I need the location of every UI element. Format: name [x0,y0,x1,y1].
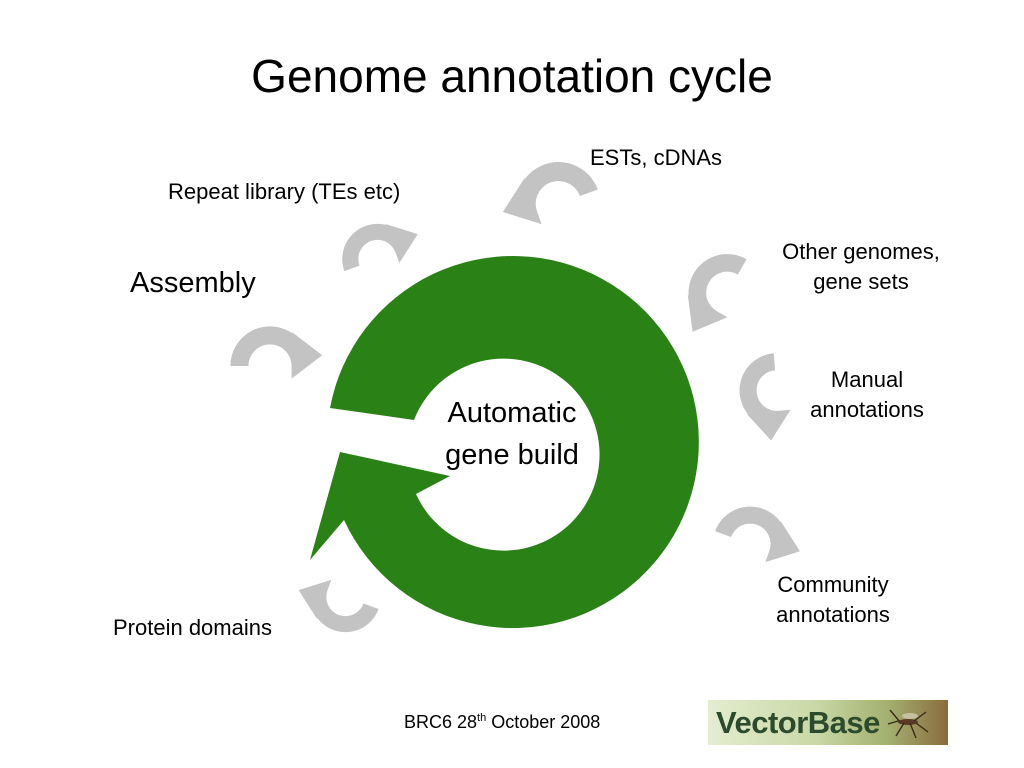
curved-arrow-icon [668,239,758,344]
cycle-arrow-icon [310,256,699,629]
other-genomes-line-1: Other genomes, [782,239,940,264]
community-annotations-label: Community annotations [758,570,908,630]
community-line-1: Community [777,572,889,597]
center-line-1: Automatic [447,397,577,429]
other-genomes-label: Other genomes, gene sets [766,237,956,297]
protein-domains-label: Protein domains [113,615,272,640]
logo-text: VectorBase [716,704,880,740]
footer-date: BRC6 28th October 2008 [404,706,600,734]
repeat-library-label: Repeat library (TEs etc) [168,179,401,204]
center-line-2: gene build [445,439,579,471]
manual-line-1: Manual [830,367,904,392]
footer-sup: th [477,712,487,724]
footer-suffix: October 2008 [486,712,601,732]
curved-arrow-icon [710,496,810,573]
mosquito-icon [887,709,929,739]
center-label: Automatic gene build [412,392,612,476]
curved-arrow-icon [230,326,323,379]
vectorbase-logo: VectorBase [708,700,948,745]
other-genomes-line-2: gene sets [813,269,909,294]
curved-arrow-icon [332,210,425,282]
curved-arrow-icon [492,150,603,236]
community-line-2: annotations [776,602,890,627]
curved-arrow-icon [289,570,383,643]
ests-label: ESTs, cDNAs [590,145,723,170]
page-title: Genome annotation cycle [251,50,773,102]
manual-annotations-label: Manual annotations [792,365,942,425]
assembly-label: Assembly [130,267,256,299]
footer-prefix: BRC6 28 [404,712,478,732]
manual-line-2: annotations [810,397,924,422]
curved-arrow-icon [736,352,794,443]
